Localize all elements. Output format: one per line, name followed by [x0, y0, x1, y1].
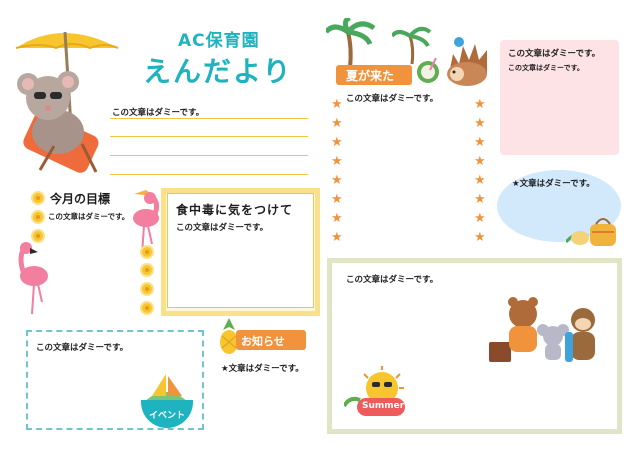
- newsletter-title: えんだより: [143, 55, 293, 88]
- star-icon: ★: [474, 211, 486, 226]
- star-icon: ★: [331, 192, 343, 207]
- star-icon: ★: [474, 192, 486, 207]
- summer-badge-label: Summer: [362, 401, 405, 411]
- star-icon: ★: [474, 135, 486, 150]
- flower-icon: [142, 247, 152, 257]
- flower-icon: [142, 265, 152, 275]
- food-poisoning-panel: [167, 193, 314, 308]
- ruled-line: [110, 155, 308, 156]
- umbrella-mouse-illustration: [15, 31, 119, 173]
- flower-icon: [33, 212, 43, 222]
- animals-illustration: [489, 297, 595, 362]
- star-icon: ★: [331, 97, 343, 112]
- summer-banner: [336, 65, 412, 85]
- goal-heading: 今月の目標: [50, 192, 111, 206]
- palm-tree-icon: [326, 18, 376, 69]
- star-icon: ★: [331, 173, 343, 188]
- star-icon: ★: [474, 173, 486, 188]
- event-box: [26, 330, 204, 430]
- star-icon: ★: [331, 211, 343, 226]
- school-name: AC保育園: [178, 31, 260, 51]
- pink-note-box: [500, 40, 619, 155]
- flamingo-icon: [18, 242, 48, 315]
- green-box-text: この文章はダミーです。: [346, 275, 439, 285]
- star-icon: ★: [474, 97, 486, 112]
- star-icon: ★: [474, 230, 486, 245]
- yacht-icon: [144, 374, 188, 402]
- event-badge-label: イベント: [149, 411, 186, 421]
- flower-icon: [33, 193, 43, 203]
- hedgehog-icon: [447, 37, 487, 86]
- star-icon: ★: [474, 154, 486, 169]
- coconut-drink-icon: [417, 57, 439, 83]
- star-icon: ★: [331, 154, 343, 169]
- flower-icon: [33, 231, 43, 241]
- star-icon: ★: [331, 135, 343, 150]
- food-poisoning-text: この文章はダミーです。: [176, 223, 269, 233]
- flamingo-icon: [133, 190, 160, 255]
- ruled-line: [110, 136, 308, 137]
- pink-note-line2: この文章はダミーです。: [508, 64, 584, 72]
- intro-text: この文章はダミーです。: [112, 108, 205, 118]
- notice-text: ★文章はダミーです。: [221, 364, 304, 374]
- summer-banner-label: 夏が来た: [346, 69, 395, 83]
- notice-banner-label: お知らせ: [241, 335, 285, 348]
- goal-text: この文章はダミーです。: [48, 212, 130, 221]
- summer-text: この文章はダミーです。: [346, 94, 439, 104]
- palm-tree-icon: [392, 26, 432, 65]
- summer-badge: [357, 398, 405, 416]
- star-icon: ★: [331, 230, 343, 245]
- food-poisoning-heading: 食中毒に気をつけて: [176, 203, 294, 217]
- star-icon: ★: [474, 116, 486, 131]
- pineapple-icon: [220, 318, 238, 354]
- sun-icon: [344, 366, 404, 408]
- ruled-line: [110, 174, 308, 175]
- flower-icon: [142, 303, 152, 313]
- flower-icon: [142, 284, 152, 294]
- notice-banner: [236, 330, 306, 350]
- pink-note-line1: この文章はダミーです。: [508, 49, 601, 59]
- event-text: この文章はダミーです。: [36, 343, 129, 353]
- blue-oval-text: ★文章はダミーです。: [512, 179, 595, 189]
- ruled-line: [110, 118, 308, 119]
- star-icon: ★: [331, 116, 343, 131]
- beach-bag-icon: [566, 218, 616, 246]
